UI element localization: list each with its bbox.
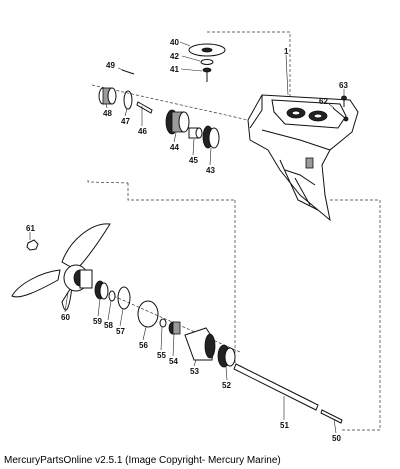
cover-plate-part-40 — [188, 43, 226, 57]
part-label-51: 51 — [280, 421, 289, 430]
part-label-49: 49 — [106, 61, 115, 70]
bearing-carrier-part-53 — [184, 327, 216, 361]
part-label-40: 40 — [170, 38, 179, 47]
part-label-56: 56 — [139, 341, 148, 350]
part-label-46: 46 — [138, 127, 147, 136]
part-label-57: 57 — [116, 327, 125, 336]
leader-lines — [29, 41, 345, 434]
part-label-50: 50 — [332, 434, 341, 443]
part-label-1: 1 — [284, 47, 289, 56]
washer-part-55 — [159, 318, 167, 328]
part-labels: 40 42 41 1 49 63 62 48 47 46 44 45 43 61… — [26, 38, 348, 443]
bushing-part-45 — [188, 127, 203, 139]
pin-part-46 — [136, 101, 153, 114]
part-label-42: 42 — [170, 52, 179, 61]
gear-part-52 — [217, 344, 236, 368]
part-label-43: 43 — [206, 166, 215, 175]
part-label-55: 55 — [157, 351, 166, 360]
part-label-59: 59 — [93, 317, 102, 326]
gear-part-43 — [202, 125, 220, 149]
part-label-44: 44 — [170, 143, 179, 152]
bearing-part-48 — [98, 87, 117, 105]
gear-housing-part-1 — [247, 94, 359, 222]
part-label-41: 41 — [170, 65, 179, 74]
part-label-53: 53 — [190, 367, 199, 376]
part-label-60: 60 — [61, 313, 70, 322]
gear-part-44 — [165, 109, 190, 135]
ring-part-57 — [117, 286, 131, 310]
pin-part-50 — [320, 409, 343, 424]
screw-part-62 — [332, 107, 349, 122]
part-label-54: 54 — [169, 357, 178, 366]
o-ring-part-56 — [137, 300, 159, 328]
part-label-48: 48 — [103, 109, 112, 118]
part-label-47: 47 — [121, 117, 130, 126]
part-label-58: 58 — [104, 321, 113, 330]
nut-part-61 — [26, 239, 39, 251]
part-label-61: 61 — [26, 224, 35, 233]
part-label-63: 63 — [339, 81, 348, 90]
bearing-part-54 — [168, 321, 181, 335]
snap-ring-part-47 — [123, 90, 133, 110]
part-label-45: 45 — [189, 156, 198, 165]
bearing-part-59 — [94, 280, 109, 300]
screw-part-41 — [202, 67, 212, 82]
washer-part-58 — [108, 290, 116, 302]
part-label-62: 62 — [319, 97, 328, 106]
washer-part-42 — [200, 59, 214, 65]
pin-part-49 — [121, 69, 135, 75]
assembly-guide-lines — [87, 31, 381, 431]
propeller-part-60 — [11, 223, 111, 311]
image-caption: MercuryPartsOnline v2.5.1 (Image Copyrig… — [4, 455, 281, 466]
part-label-52: 52 — [222, 381, 231, 390]
propeller-shaft-part-51 — [233, 363, 319, 411]
